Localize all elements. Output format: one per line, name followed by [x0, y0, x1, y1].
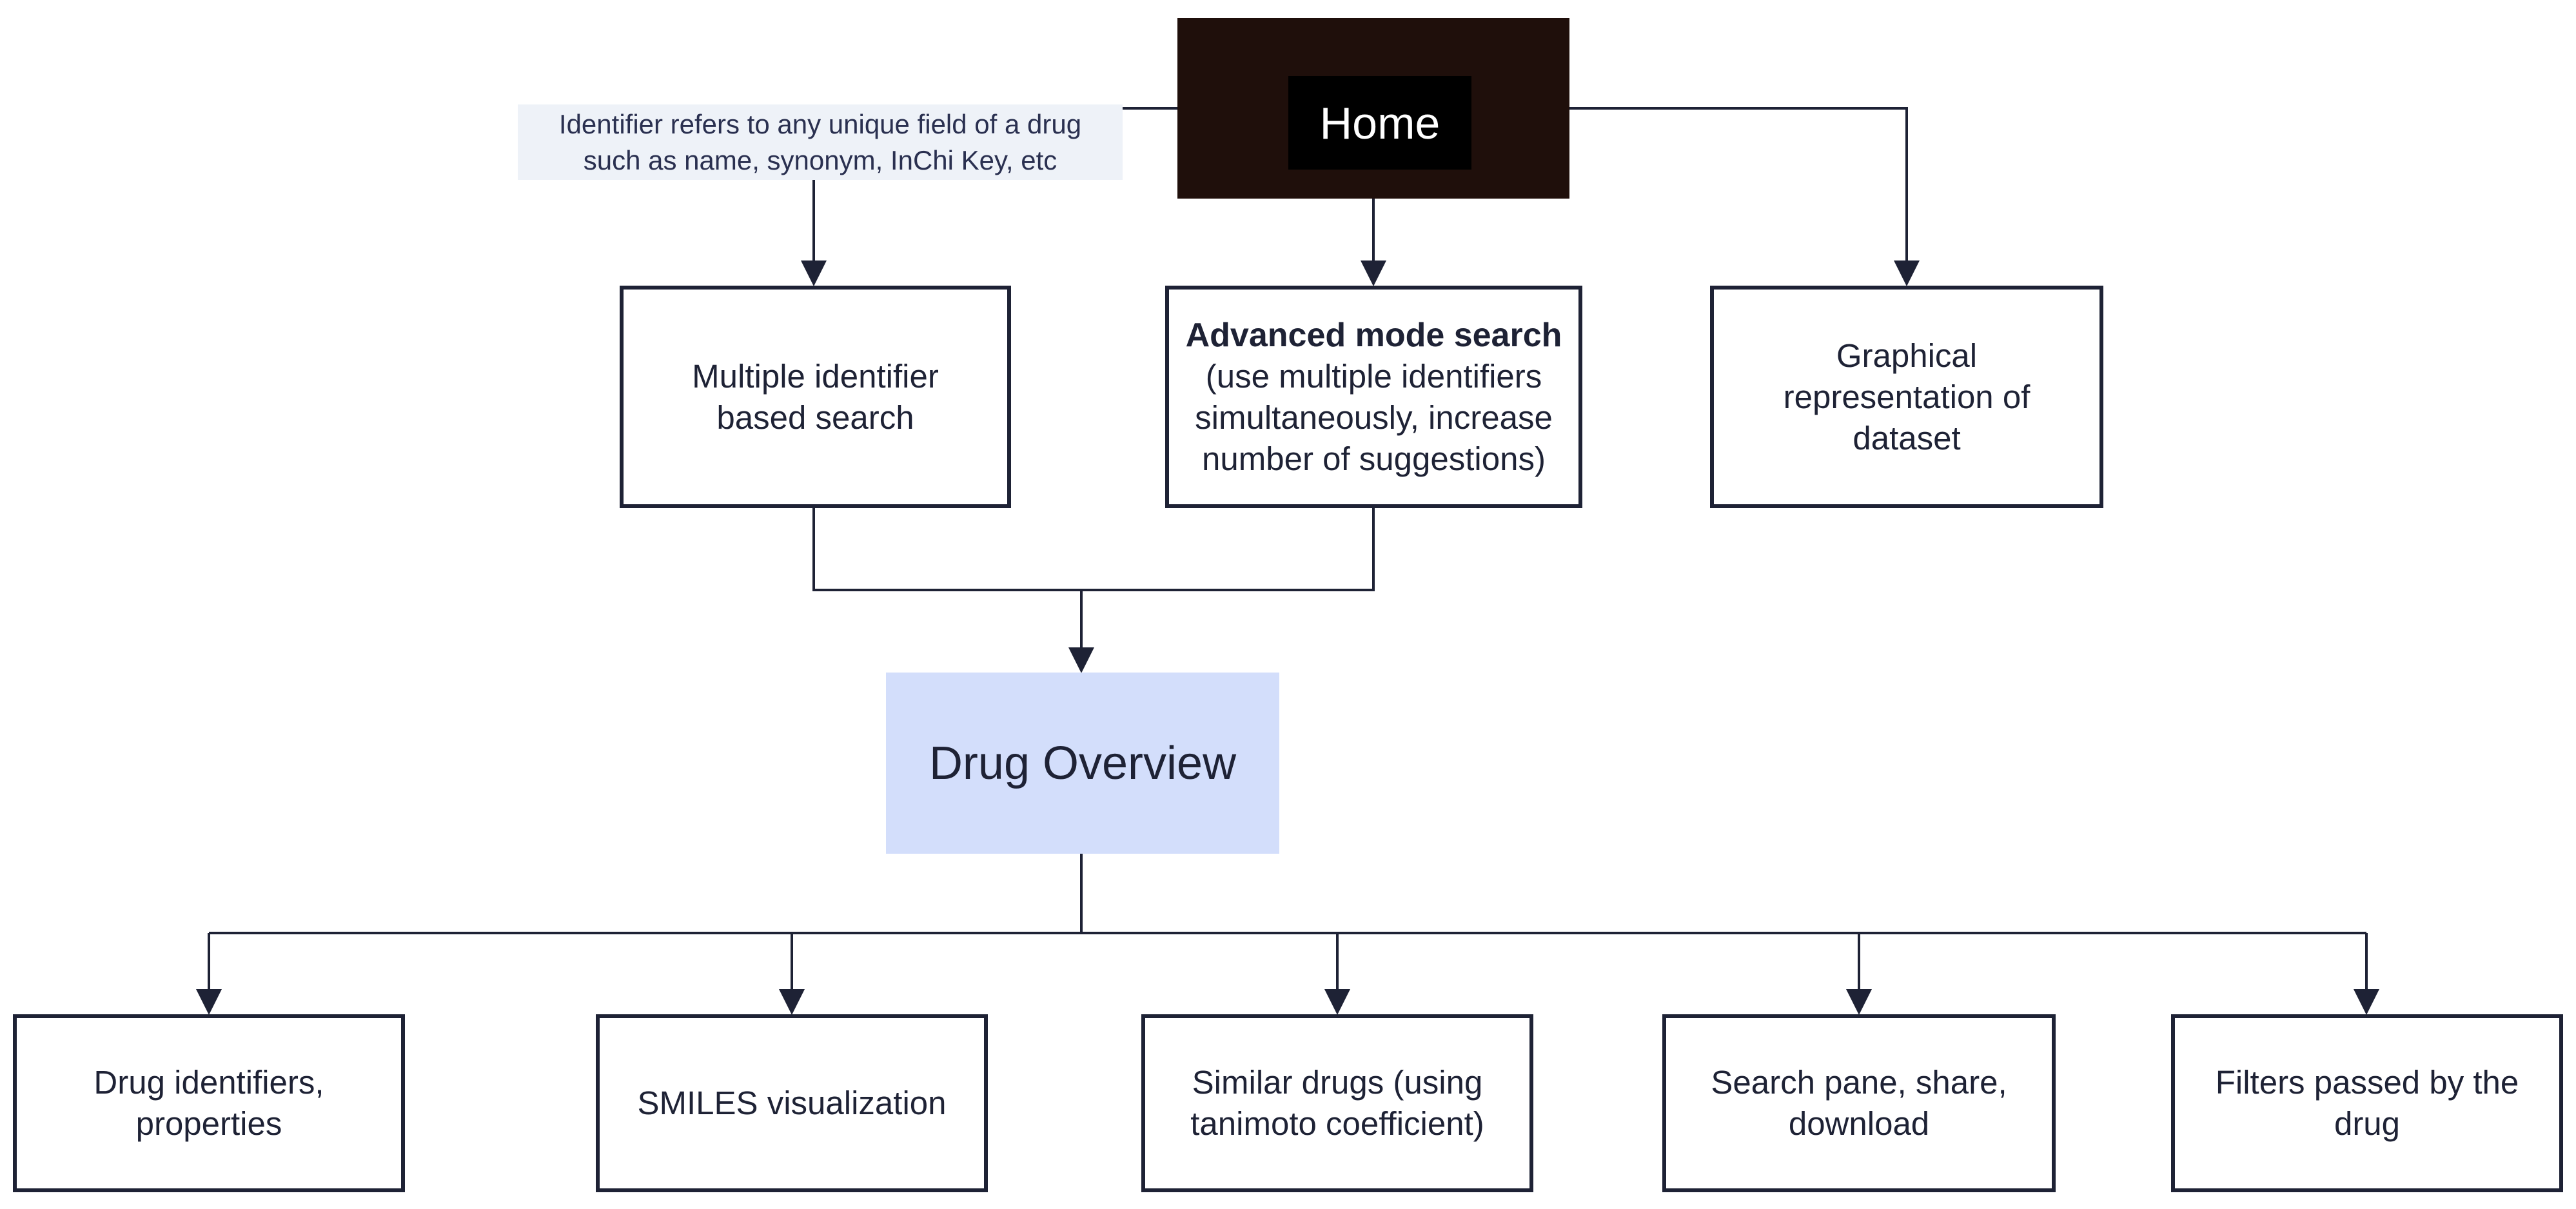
identifier-note: Identifier refers to any unique field of…: [518, 104, 1123, 180]
home-label-box: Home: [1288, 76, 1471, 170]
graphical-line-2: representation of: [1783, 378, 2030, 415]
feature-drug-identifiers-line-1: Drug identifiers,: [93, 1064, 324, 1101]
note-line-2: such as name, synonym, InChi Key, etc: [583, 144, 1057, 175]
feature-filters-line-2: drug: [2334, 1105, 2401, 1142]
feature-filters-node[interactable]: Filters passed by the drug: [2171, 1014, 2563, 1192]
feature-similar-drugs-line-2: tanimoto coefficient): [1190, 1105, 1484, 1142]
multiple-identifier-line-1: Multiple identifier: [692, 357, 939, 395]
advanced-mode-line-1: (use multiple identifiers: [1205, 357, 1542, 395]
feature-search-pane-line-2: download: [1788, 1105, 1930, 1142]
graphical-line-1: Graphical: [1836, 337, 1978, 374]
connector-multiple-identifier-down: [812, 508, 1375, 591]
feature-smiles-line-1: SMILES visualization: [637, 1085, 947, 1121]
home-node[interactable]: Home: [1177, 18, 1569, 199]
arrow-home-to-graphical: [1569, 107, 1920, 286]
advanced-mode-line-2: simultaneously, increase: [1195, 398, 1553, 436]
feature-smiles-visualization-node[interactable]: SMILES visualization: [596, 1014, 988, 1192]
feature-filters-line-1: Filters passed by the: [2215, 1064, 2519, 1101]
feature-search-pane-line-1: Search pane, share,: [1711, 1064, 2007, 1101]
home-label: Home: [1319, 97, 1440, 148]
multiple-identifier-line-2: based search: [716, 398, 914, 436]
feature-search-pane-node[interactable]: Search pane, share, download: [1662, 1014, 2056, 1192]
drug-overview-label: Drug Overview: [929, 737, 1237, 789]
graphical-representation-node[interactable]: Graphical representation of dataset: [1710, 286, 2103, 508]
feature-drug-identifiers-line-2: properties: [135, 1105, 282, 1142]
graphical-line-3: dataset: [1853, 419, 1961, 457]
feature-similar-drugs-node[interactable]: Similar drugs (using tanimoto coefficien…: [1141, 1014, 1533, 1192]
multiple-identifier-search-node[interactable]: Multiple identifier based search: [620, 286, 1011, 508]
note-line-1: Identifier refers to any unique field of…: [558, 108, 1082, 139]
feature-similar-drugs-line-1: Similar drugs (using: [1192, 1064, 1483, 1101]
advanced-mode-search-node[interactable]: Advanced mode search (use multiple ident…: [1165, 286, 1582, 508]
advanced-mode-line-3: number of suggestions): [1202, 440, 1546, 477]
feature-drug-identifiers-node[interactable]: Drug identifiers, properties: [13, 1014, 405, 1192]
drug-overview-node[interactable]: Drug Overview: [886, 673, 1279, 854]
advanced-mode-title: Advanced mode search: [1185, 316, 1562, 354]
